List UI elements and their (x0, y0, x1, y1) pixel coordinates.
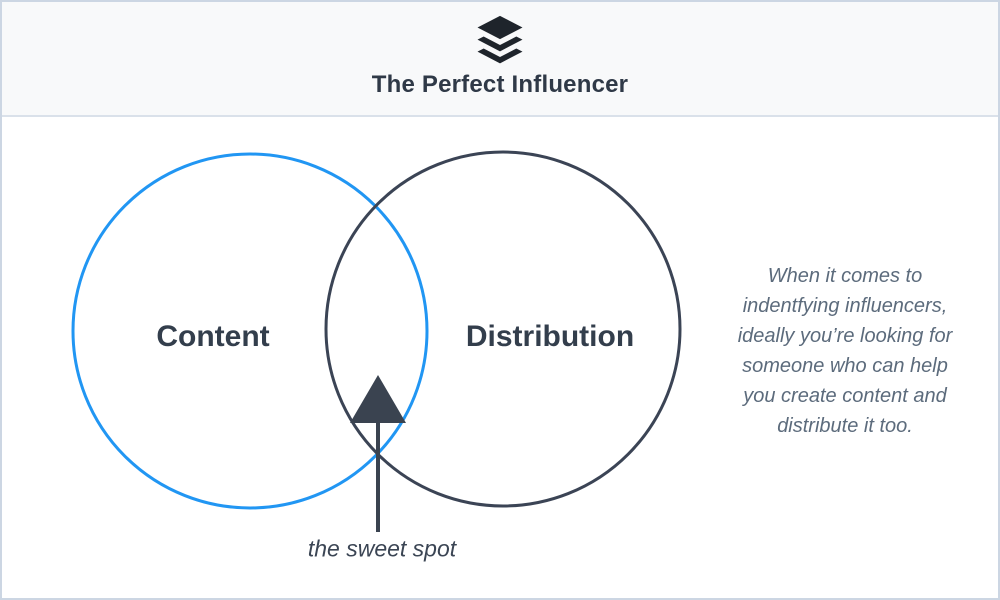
side-note-line: someone who can help (742, 355, 948, 377)
sweet-spot-label: the sweet spot (307, 535, 457, 562)
content-circle (71, 152, 429, 510)
side-note-line: ideally you’re looking for (737, 325, 953, 347)
venn-diagram: Content Distribution the sweet spot When… (2, 119, 998, 598)
side-note-line: indentfying influencers, (742, 295, 948, 317)
header: The Perfect Influencer (2, 2, 998, 117)
content-circle-label: Content (156, 320, 270, 353)
sweet-spot-arrow-head (350, 375, 406, 423)
side-note: When it comes to indentfying influencers… (704, 261, 986, 441)
side-note-line: distribute it too. (777, 415, 913, 437)
side-note-line: When it comes to (767, 265, 923, 287)
side-note-line: you create content and (743, 385, 947, 407)
venn-shapes (71, 150, 682, 532)
stacked-layers-icon (477, 15, 523, 64)
distribution-circle (324, 150, 682, 508)
distribution-circle-label: Distribution (465, 320, 635, 353)
page-title: The Perfect Influencer (371, 71, 629, 98)
